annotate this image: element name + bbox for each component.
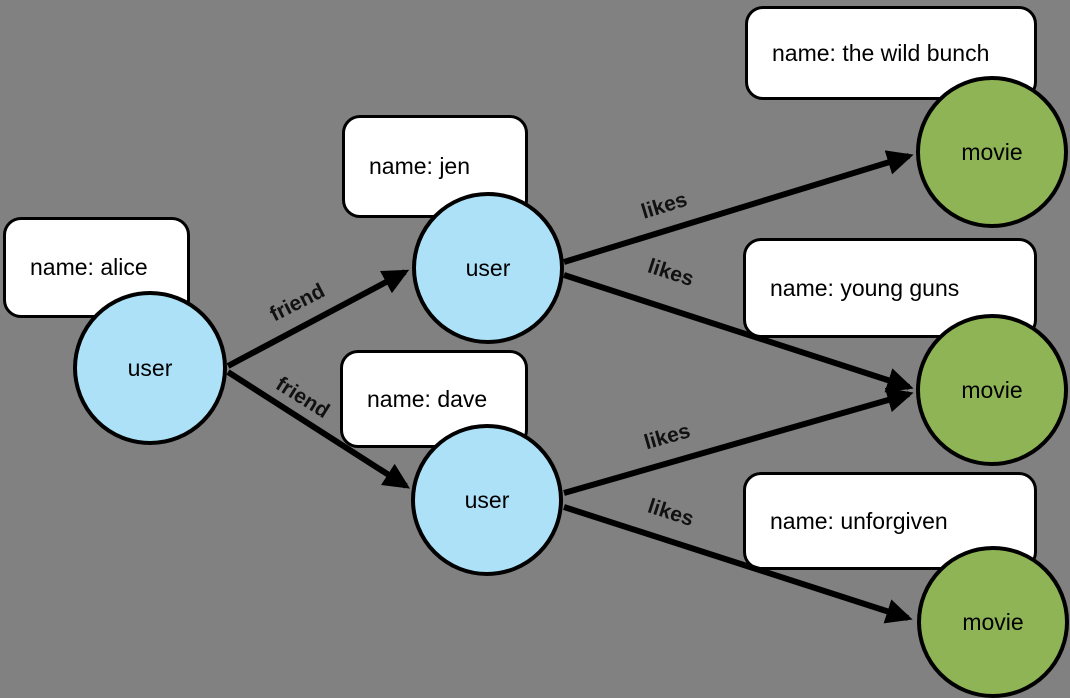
edge-label-likes-jen-young-guns: likes (645, 255, 697, 291)
edge-likes-dave-unforgiven (563, 504, 913, 624)
property-label-unforgiven: name: unforgiven (770, 507, 948, 534)
node-label: movie (961, 376, 1023, 403)
edge-label-likes-dave-unforgiven: likes (645, 495, 697, 531)
node-label: movie (962, 608, 1024, 635)
property-label-dave: name: dave (367, 385, 488, 412)
edge-likes-dave-young-guns (563, 387, 914, 496)
edge-label-likes-jen-the-wild-bunch: likes (639, 188, 690, 224)
edge-label-friend-alice-dave: friend (272, 373, 334, 423)
node-user-alice: user (73, 291, 227, 445)
node-label: user (464, 486, 510, 513)
property-label-alice: name: alice (30, 254, 148, 280)
node-movie-unforgiven: movie (917, 546, 1069, 698)
edge-friend-alice-jen (226, 269, 410, 369)
property-box-alice: name: alice (3, 217, 190, 318)
node-movie-the-wild-bunch: movie (916, 76, 1068, 228)
node-label: user (465, 254, 511, 281)
property-label-jen: name: jen (369, 153, 471, 179)
node-movie-young-guns: movie (916, 314, 1068, 466)
node-label: user (127, 354, 173, 381)
node-label: movie (961, 138, 1023, 165)
property-label-the-wild-bunch: name: the wild bunch (772, 39, 990, 66)
edge-likes-jen-young-guns (563, 272, 914, 393)
node-user-dave: user (411, 424, 563, 576)
edge-likes-jen-the-wild-bunch (563, 150, 914, 265)
node-user-jen: user (412, 192, 564, 344)
edge-friend-alice-dave (226, 369, 411, 489)
property-label-young-guns: name: young guns (770, 274, 960, 301)
edge-label-likes-dave-young-guns: likes (642, 419, 693, 454)
